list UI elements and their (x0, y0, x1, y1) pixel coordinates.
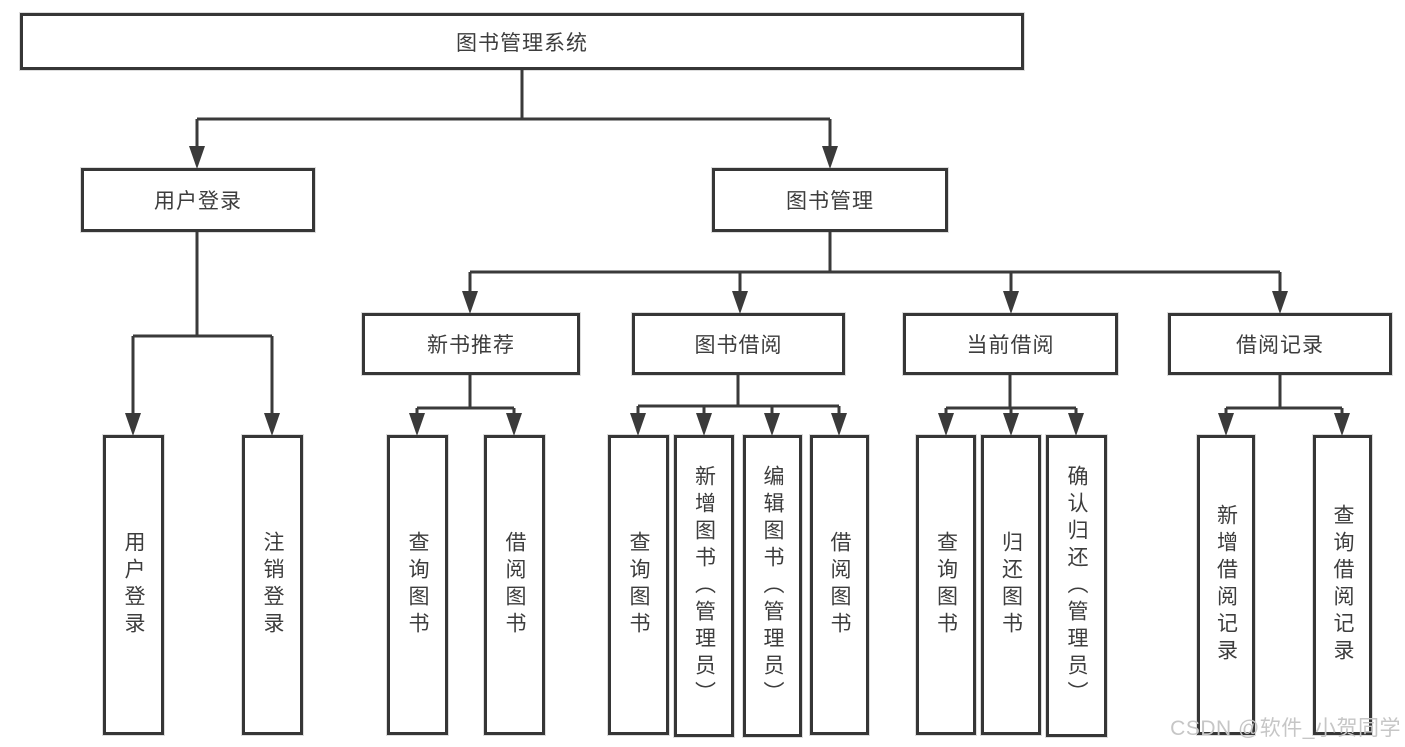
leaf-borrow-books-recommend: 借阅图书 (484, 435, 545, 735)
node-borrowing-records: 借阅记录 (1168, 313, 1392, 375)
connector-root (195, 70, 832, 147)
node-current-borrowing: 当前借阅 (903, 313, 1118, 375)
leaf-query-books-borrowing: 查询图书 (608, 435, 669, 735)
connector-book-borrowing (636, 375, 841, 414)
leaf-logout: 注销登录 (242, 435, 303, 735)
node-library-management-system: 图书管理系统 (20, 13, 1024, 70)
leaf-add-book-admin: 新增图书（管理员） (674, 435, 734, 737)
connector-current-borrowing (944, 375, 1078, 414)
leaf-query-books-current: 查询图书 (916, 435, 976, 735)
connector-user-login (131, 232, 274, 414)
connector-new-book-recommend (415, 375, 516, 414)
node-new-book-recommend: 新书推荐 (362, 313, 580, 375)
leaf-query-borrow-record: 查询借阅记录 (1313, 435, 1372, 735)
connector-book-management (468, 232, 1282, 292)
leaf-edit-book-admin: 编辑图书（管理员） (743, 435, 802, 737)
connector-borrowing-records (1224, 375, 1344, 414)
leaf-user-login: 用户登录 (103, 435, 164, 735)
node-book-borrowing: 图书借阅 (632, 313, 845, 375)
node-user-login: 用户登录 (81, 168, 315, 232)
node-book-management: 图书管理 (712, 168, 948, 232)
leaf-return-book: 归还图书 (981, 435, 1041, 735)
leaf-query-books-recommend: 查询图书 (387, 435, 448, 735)
leaf-add-borrow-record: 新增借阅记录 (1197, 435, 1255, 735)
leaf-borrow-books-borrowing: 借阅图书 (810, 435, 869, 735)
watermark-text: CSDN @软件_小贺同学 (1170, 717, 1401, 740)
leaf-confirm-return-admin: 确认归还（管理员） (1046, 435, 1107, 737)
